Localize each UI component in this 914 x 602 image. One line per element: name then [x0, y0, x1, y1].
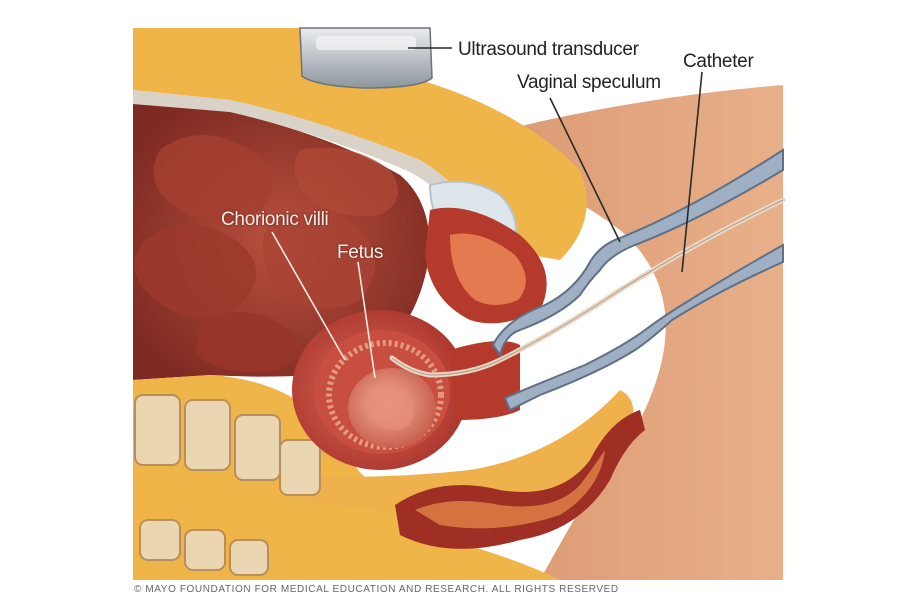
leader-speculum	[549, 97, 621, 243]
label-catheter: Catheter	[683, 51, 754, 72]
leader-lines	[271, 47, 703, 379]
spine	[134, 394, 321, 576]
leader-catheter	[681, 71, 703, 273]
copyright-notice: © MAYO FOUNDATION FOR MEDICAL EDUCATION …	[134, 584, 619, 595]
label-fetus: Fetus	[337, 242, 384, 263]
label-chorionic-villi: Chorionic villi	[221, 209, 329, 230]
vaginal-speculum	[491, 148, 784, 412]
ultrasound-transducer	[299, 27, 433, 89]
leader-villi	[271, 231, 346, 361]
label-vaginal-speculum: Vaginal speculum	[517, 72, 661, 93]
leader-fetus	[357, 261, 376, 379]
label-ultrasound-transducer: Ultrasound transducer	[458, 39, 639, 60]
